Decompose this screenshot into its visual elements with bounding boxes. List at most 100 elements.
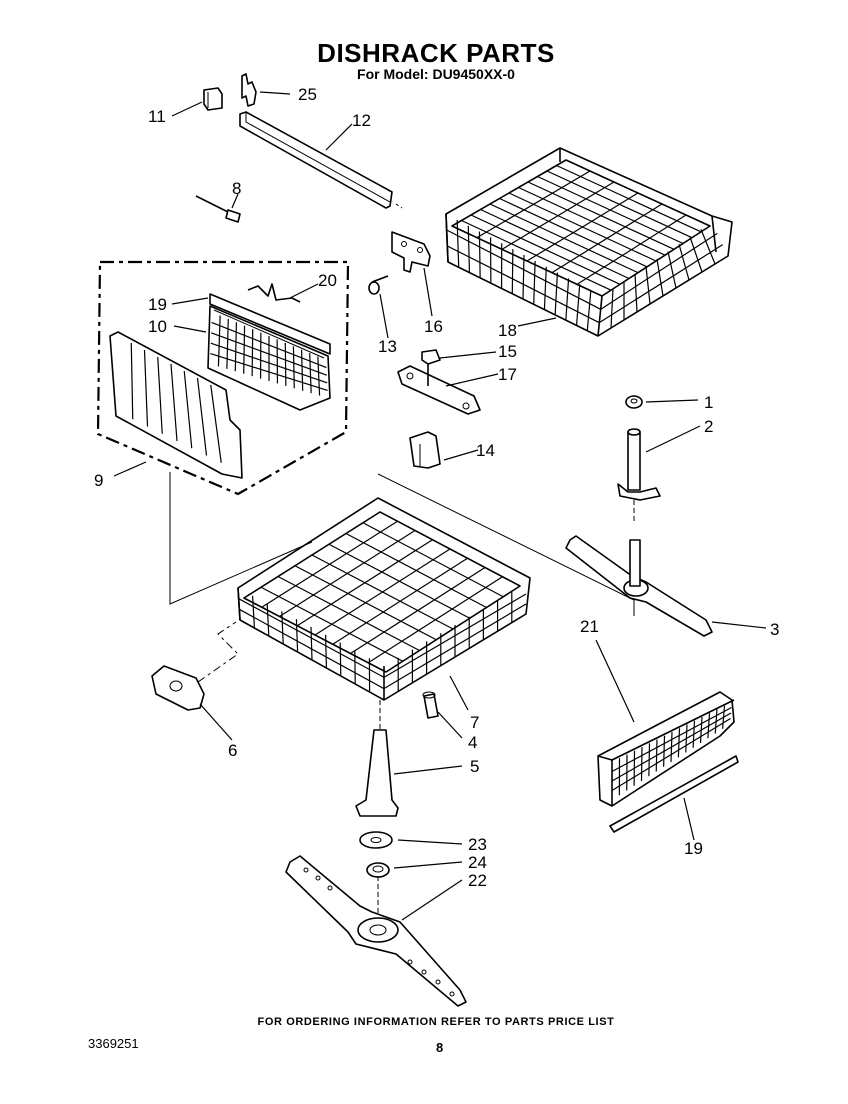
assembly-guide-line — [377, 473, 635, 616]
wire-segment — [239, 608, 385, 690]
wire-segment — [300, 349, 304, 391]
wire-segment — [238, 598, 385, 678]
wire-segment — [383, 603, 527, 690]
callout-2: 2 — [704, 417, 713, 436]
wire-segment — [130, 342, 134, 420]
part-17-roller-bracket — [397, 364, 481, 415]
part-20-spring-clip — [247, 283, 301, 303]
wire-segment — [217, 315, 221, 367]
part-16-bracket — [391, 231, 431, 273]
part-14-slide — [409, 431, 441, 469]
document-number: 3369251 — [88, 1036, 139, 1051]
wire-segment — [210, 353, 328, 391]
wire-segment — [700, 229, 716, 265]
assembly-guide-line-2 — [169, 472, 313, 605]
wire-segment — [447, 245, 600, 324]
wire-segment — [565, 278, 570, 321]
part-2-manifold-tube — [617, 428, 661, 522]
callout-13: 13 — [378, 337, 397, 356]
wire-segment — [314, 548, 451, 636]
callout-7: 7 — [470, 713, 479, 732]
wire-segment — [611, 712, 732, 782]
wire-segment — [634, 273, 638, 313]
wire-segment — [467, 225, 471, 273]
wire-segment — [310, 626, 313, 661]
callout-15: 15 — [498, 342, 517, 361]
part-7-lower-rack — [237, 497, 531, 701]
callout-25: 25 — [298, 85, 317, 104]
wire-segment — [243, 325, 246, 374]
wire-segment — [196, 377, 208, 456]
wire-segment — [576, 214, 687, 285]
wire-segment — [533, 260, 536, 305]
callout-1: 1 — [704, 393, 713, 412]
model-subtitle: For Model: DU9450XX-0 — [357, 66, 515, 82]
wire-segment — [575, 284, 581, 326]
kit-grouping-outline — [96, 260, 350, 496]
part-5-spray-tower — [355, 700, 399, 817]
part-15-cap — [421, 349, 441, 365]
callout-22: 22 — [468, 871, 487, 890]
callout-9: 9 — [94, 471, 103, 490]
callout-11: 11 — [148, 107, 166, 126]
wire-segment — [611, 717, 731, 792]
part-25-clip — [241, 73, 257, 107]
wire-segment — [332, 557, 468, 645]
part-23-washer — [359, 831, 393, 849]
part-4-bushing — [422, 691, 439, 719]
wire-segment — [143, 349, 149, 427]
part-18-upper-rack — [445, 147, 733, 337]
wire-segment — [279, 529, 416, 618]
wire-segment — [551, 203, 663, 274]
wire-segment — [522, 254, 525, 300]
wire-segment — [554, 272, 559, 315]
part-21-silverware-basket — [597, 691, 735, 807]
wire-segment — [234, 322, 238, 372]
part-10-basket-cover — [207, 305, 331, 411]
callout-10: 10 — [148, 317, 167, 336]
wire-segment — [339, 642, 342, 677]
wire-segment — [210, 342, 328, 384]
wire-segment — [678, 244, 690, 281]
wire-segment — [501, 181, 615, 250]
part-19-strip — [209, 293, 331, 355]
callout-19a: 19 — [148, 295, 167, 314]
wire-segment — [478, 231, 481, 278]
wire-segment — [292, 346, 295, 389]
wire-segment — [586, 290, 592, 331]
wire-segment — [252, 595, 255, 629]
part-12-rack-rail — [239, 111, 403, 209]
wire-segment — [656, 258, 664, 297]
callout-17: 17 — [498, 365, 517, 384]
callout-18: 18 — [498, 321, 517, 340]
ordering-note: FOR ORDERING INFORMATION REFER TO PARTS … — [257, 1016, 615, 1028]
callout-24: 24 — [468, 853, 487, 872]
part-9-basket-panel — [109, 331, 243, 479]
wire-segment — [611, 706, 732, 773]
wire-segment — [261, 520, 398, 608]
wire-segment — [599, 244, 723, 324]
part-8-pin — [195, 195, 241, 223]
wire-segment — [325, 634, 327, 669]
wire-segment — [350, 566, 486, 655]
callout-16: 16 — [424, 317, 443, 336]
wire-segment — [210, 332, 328, 376]
part-6-rack-roller — [151, 621, 239, 711]
wire-segment — [266, 603, 270, 637]
wire-segment — [367, 576, 503, 664]
wire-segment — [183, 370, 193, 449]
part-22-lower-spray-arm — [285, 855, 467, 1007]
wire-segment — [446, 229, 601, 310]
page-title: DISHRACK PARTS — [317, 38, 555, 68]
wire-segment — [210, 384, 222, 463]
wire-segment — [645, 266, 651, 305]
wire-segment — [600, 232, 718, 310]
callout-4: 4 — [468, 733, 477, 752]
part-11-end-cap — [203, 87, 223, 111]
wire-segment — [667, 251, 677, 289]
part-1-nut — [625, 395, 643, 409]
wire-segment — [383, 593, 527, 678]
part-13-screw — [368, 275, 389, 295]
callout-23: 23 — [468, 835, 487, 854]
